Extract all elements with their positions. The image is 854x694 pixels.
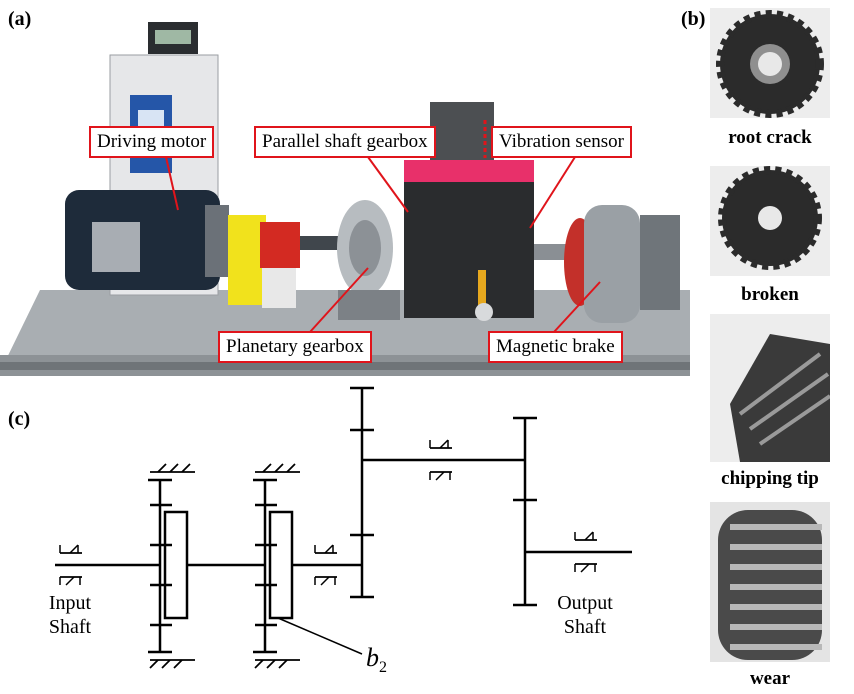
panel-label-c: (c) (8, 408, 31, 430)
callout-vibration-sensor: Vibration sensor (491, 126, 632, 158)
output-shaft-line-2: Shaft (563, 616, 607, 638)
bearing-output-top (574, 531, 597, 541)
gear-photo-chipping-tip (710, 314, 830, 462)
bearing-counter-bottom (429, 471, 452, 481)
gear-photo-broken (710, 166, 830, 276)
carrier-1 (163, 510, 189, 620)
callout-driving-motor: Driving motor (89, 126, 215, 158)
gear-photo-wear (710, 502, 830, 662)
callout-magnetic-brake: Magnetic brake (488, 331, 623, 363)
torque-meter (260, 222, 300, 268)
input-shaft-label: Input Shaft (30, 591, 110, 639)
input-shaft-line-1: Input (48, 592, 92, 614)
bearing-mid-top (314, 544, 337, 554)
pointer-driving-motor (165, 156, 179, 211)
gear-caption-broken: broken (741, 284, 799, 305)
gear-train-schematic (55, 386, 632, 669)
callout-parallel-shaft-gearbox: Parallel shaft gearbox (254, 126, 436, 158)
bearing-counter-top (429, 439, 452, 449)
callout-planetary-gearbox: Planetary gearbox (218, 331, 372, 363)
coupling-guard (228, 215, 266, 305)
gear-caption-chipping-tip: chipping tip (721, 468, 819, 489)
parallel-shaft-gearbox (404, 160, 534, 318)
panel-label-a: (a) (8, 8, 32, 30)
panel-label-b: (b) (681, 8, 706, 30)
pointer-vibration-sensor (529, 156, 576, 229)
ground-hatch-1-bottom (149, 659, 195, 669)
pointer-planetary-gearbox (309, 267, 369, 333)
bearing-input-top (59, 544, 82, 554)
bearing-mid-bottom (314, 576, 337, 586)
gear-photo-root-crack (710, 8, 830, 118)
b2-label-sub: 2 (379, 659, 387, 677)
gear-caption-wear: wear (749, 668, 791, 689)
pointer-magnetic-brake (553, 281, 601, 333)
ground-hatch-1-top (150, 463, 195, 473)
pointer-parallel-shaft-gearbox (367, 156, 409, 213)
output-shaft-line-1: Output (557, 592, 613, 614)
gear-caption-root-crack: root crack (728, 127, 812, 148)
ground-hatch-2-bottom (254, 659, 300, 669)
magnetic-brake (584, 205, 640, 323)
carrier-2 (268, 510, 294, 620)
b2-leader-line (277, 617, 363, 655)
bearing-output-bottom (574, 563, 597, 573)
b2-label-base: b (366, 643, 379, 672)
ground-hatch-2-top (255, 463, 300, 473)
input-shaft-line-2: Shaft (48, 616, 92, 638)
b2-label: b2 (366, 643, 387, 677)
bearing-input-bottom (59, 576, 82, 586)
output-shaft-label: Output Shaft (540, 591, 630, 639)
